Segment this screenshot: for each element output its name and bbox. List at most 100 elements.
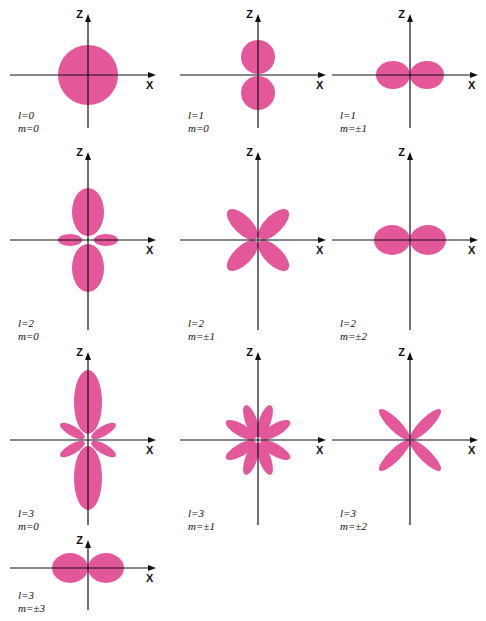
axes: [180, 352, 326, 525]
lobe: [375, 436, 413, 474]
z-axis: [87, 358, 88, 525]
quantum-number: m=0: [188, 123, 209, 134]
x-axis: [10, 567, 150, 568]
arrowhead: [148, 437, 156, 443]
arrowhead: [85, 352, 91, 360]
z-axis: [257, 20, 258, 128]
arrowhead: [318, 72, 326, 78]
axis-label: Z: [76, 9, 83, 20]
quantum-number: l=2: [18, 318, 34, 329]
quantum-number: l=2: [340, 318, 356, 329]
z-axis: [257, 358, 258, 525]
axes: [10, 540, 156, 610]
x-axis: [10, 239, 150, 240]
axis-label: Z: [76, 347, 83, 358]
quantum-number: l=3: [18, 508, 34, 519]
arrowhead: [407, 14, 413, 22]
x-axis: [10, 74, 150, 75]
quantum-number: l=2: [188, 318, 204, 329]
x-axis: [332, 74, 472, 75]
quantum-number: m=±1: [340, 123, 367, 134]
axes: [180, 152, 326, 330]
quantum-number: m=±2: [340, 331, 367, 342]
axis-label: Z: [76, 535, 83, 546]
axes: [332, 152, 478, 330]
z-axis: [409, 158, 410, 330]
quantum-number: m=±2: [340, 521, 367, 532]
x-axis: [332, 439, 472, 440]
quantum-number: l=3: [18, 590, 34, 601]
quantum-number: m=0: [18, 521, 39, 532]
axes: [332, 14, 478, 128]
z-axis: [409, 20, 410, 128]
arrowhead: [407, 152, 413, 160]
axis-label: X: [468, 245, 475, 256]
quantum-number: m=±1: [188, 521, 215, 532]
axes: [10, 14, 156, 128]
axes: [10, 352, 156, 525]
quantum-number: m=0: [18, 331, 39, 342]
axis-label: Z: [398, 347, 405, 358]
x-axis: [332, 239, 472, 240]
quantum-number: l=3: [340, 508, 356, 519]
lobe: [406, 405, 444, 443]
z-axis: [87, 158, 88, 330]
axis-label: X: [146, 445, 153, 456]
arrowhead: [85, 540, 91, 548]
axis-label: X: [468, 445, 475, 456]
quantum-number: l=1: [340, 110, 356, 121]
arrowhead: [148, 565, 156, 571]
quantum-number: m=±1: [188, 331, 215, 342]
axes: [10, 152, 156, 330]
lobe: [406, 436, 444, 474]
lobe: [89, 420, 118, 443]
arrowhead: [255, 152, 261, 160]
x-axis: [180, 439, 320, 440]
lobe: [222, 204, 263, 245]
arrowhead: [318, 437, 326, 443]
lobe: [58, 438, 87, 461]
axes: [332, 352, 478, 525]
axis-label: X: [316, 80, 323, 91]
z-axis: [87, 20, 88, 128]
x-axis: [180, 74, 320, 75]
arrowhead: [148, 72, 156, 78]
lobe: [253, 235, 294, 276]
x-axis: [10, 439, 150, 440]
lobe: [253, 204, 294, 245]
axis-label: Z: [246, 9, 253, 20]
arrowhead: [470, 72, 478, 78]
arrowhead: [85, 152, 91, 160]
axis-label: Z: [76, 147, 83, 158]
axis-label: X: [468, 80, 475, 91]
axis-label: Z: [246, 147, 253, 158]
arrowhead: [470, 437, 478, 443]
axis-label: Z: [398, 147, 405, 158]
arrowhead: [318, 237, 326, 243]
lobe: [222, 235, 263, 276]
arrowhead: [407, 352, 413, 360]
quantum-number: m=0: [18, 123, 39, 134]
axis-label: Z: [398, 9, 405, 20]
z-axis: [409, 358, 410, 525]
arrowhead: [255, 14, 261, 22]
arrowhead: [85, 14, 91, 22]
axis-label: X: [146, 80, 153, 91]
axis-label: X: [146, 573, 153, 584]
arrowhead: [470, 237, 478, 243]
axis-label: X: [316, 445, 323, 456]
arrowhead: [255, 352, 261, 360]
quantum-number: l=1: [188, 110, 204, 121]
quantum-number: l=3: [188, 508, 204, 519]
lobe: [89, 438, 118, 461]
axis-label: X: [316, 245, 323, 256]
axis-label: Z: [246, 347, 253, 358]
quantum-number: m=±3: [18, 603, 45, 614]
lobe: [375, 405, 413, 443]
z-axis: [87, 546, 88, 610]
axis-label: X: [146, 245, 153, 256]
axes: [180, 14, 326, 128]
x-axis: [180, 239, 320, 240]
lobe: [58, 420, 87, 443]
